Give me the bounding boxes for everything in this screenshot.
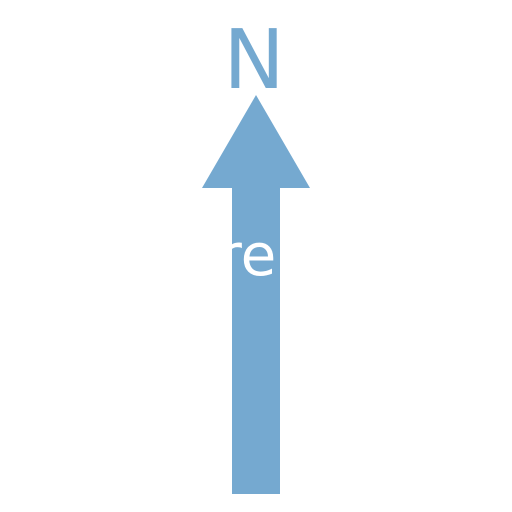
arrow-shaft bbox=[232, 186, 280, 494]
shaft-text: re bbox=[218, 221, 276, 289]
arrow-head bbox=[202, 95, 310, 188]
north-label: N bbox=[223, 13, 284, 108]
